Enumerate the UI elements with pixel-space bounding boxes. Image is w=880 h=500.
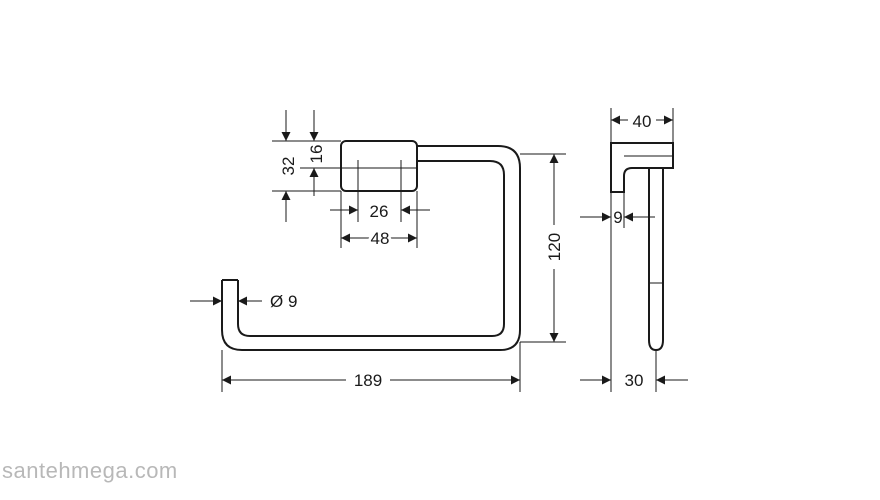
dim-26-label: 26 [370, 202, 389, 221]
wall-bracket [340, 140, 418, 192]
dim-32-label: 32 [279, 157, 298, 176]
ring-inner [237, 160, 505, 337]
side-rod [648, 168, 664, 352]
side-bracket [610, 142, 674, 193]
dim-48-label: 48 [371, 229, 390, 248]
dim-120-label: 120 [545, 233, 564, 261]
side-view: 40 9 30 [580, 108, 688, 392]
watermark: santehmega.com [2, 458, 178, 483]
ring-outline [221, 145, 521, 351]
front-view: 32 16 26 48 120 Ø 9 189 [190, 110, 566, 392]
dim-d9-label: Ø 9 [270, 292, 297, 311]
dim-30-label: 30 [625, 371, 644, 390]
dim-16-label: 16 [307, 145, 326, 164]
dim-9-label: 9 [613, 208, 622, 227]
dim-40-label: 40 [633, 112, 652, 131]
dim-189-label: 189 [354, 371, 382, 390]
